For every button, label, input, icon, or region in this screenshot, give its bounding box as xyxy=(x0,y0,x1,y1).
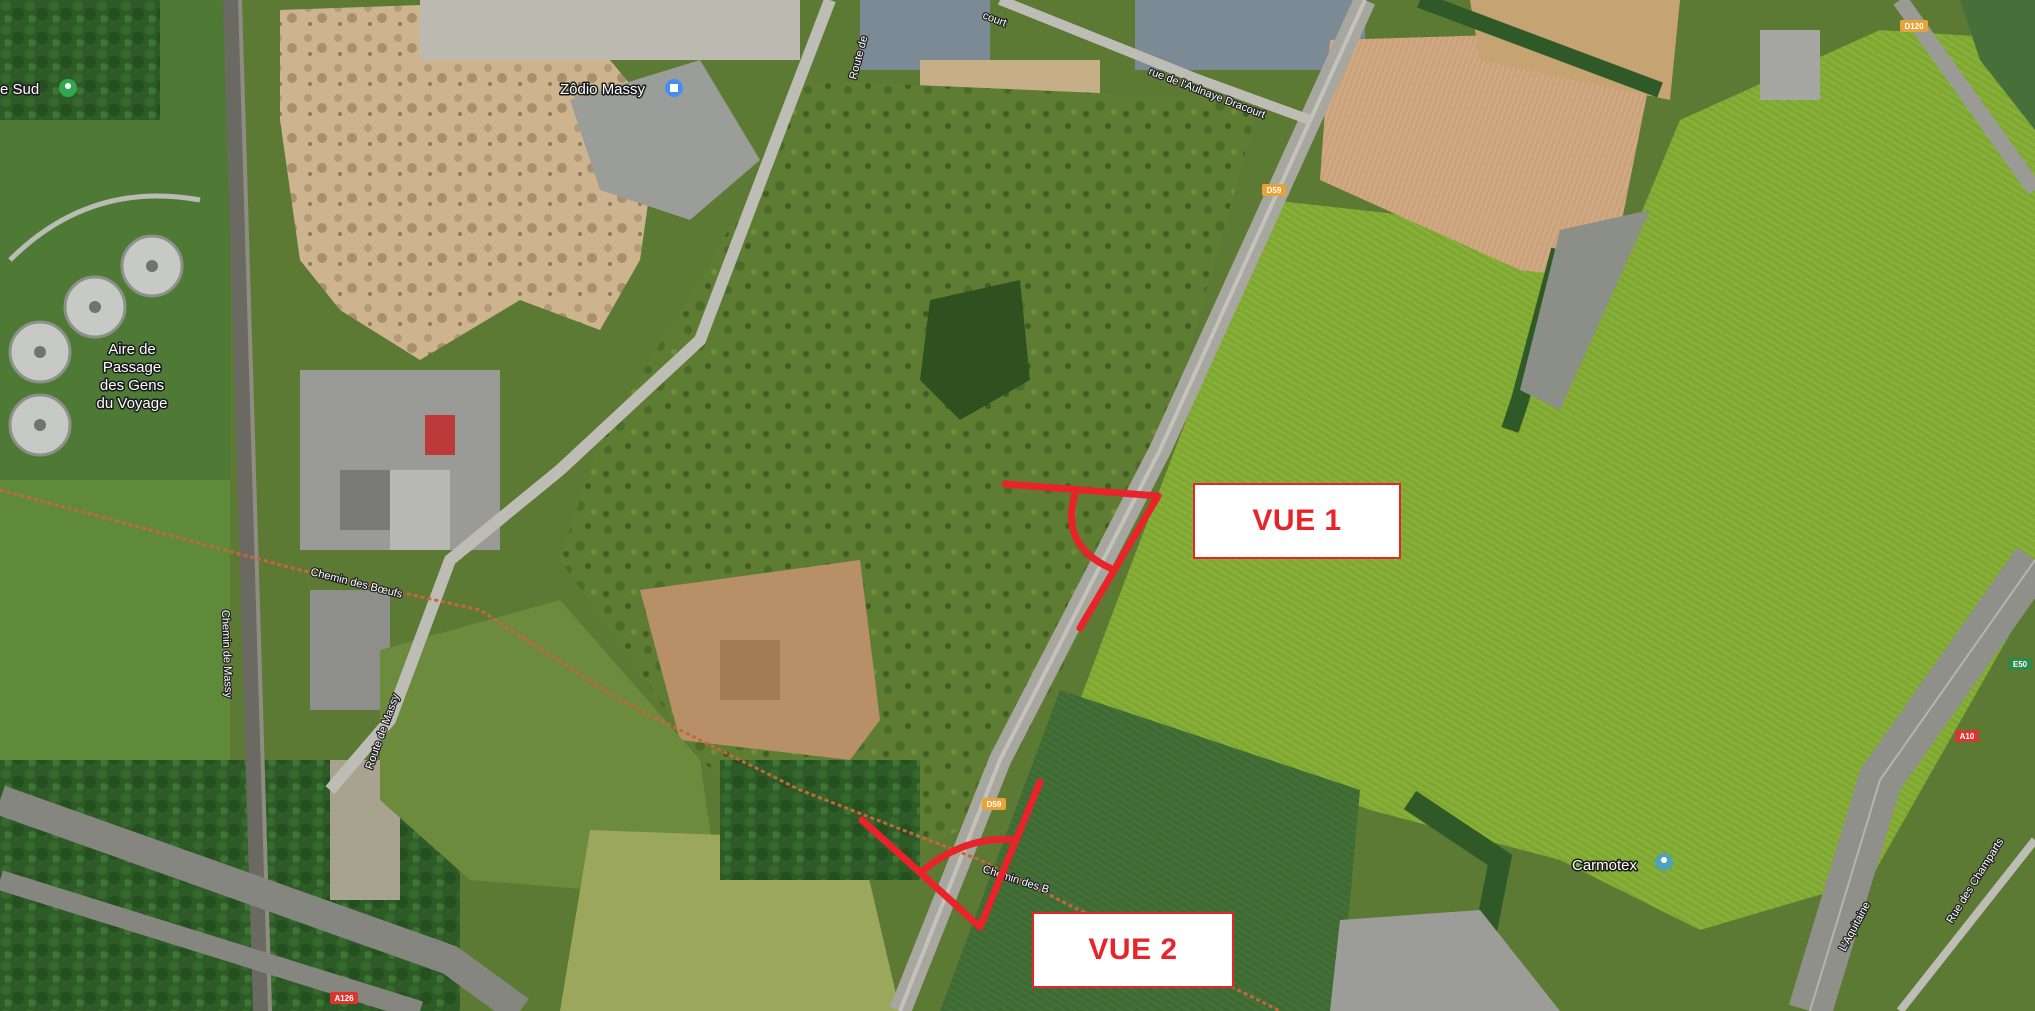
zodio-building xyxy=(570,60,760,220)
svg-text:E50: E50 xyxy=(2013,660,2028,669)
view-marker-2 xyxy=(858,778,1044,931)
road-chemin-boeufs xyxy=(0,488,1281,1011)
tree-cluster xyxy=(920,280,1030,420)
vue-1-text: VUE 1 xyxy=(1252,504,1342,537)
tree-row-top xyxy=(1417,0,1663,98)
highway-a126 xyxy=(0,785,529,1011)
shield-d120: D120 xyxy=(1900,20,1928,32)
shopping-marker-icon[interactable] xyxy=(665,79,683,97)
road-d59-line xyxy=(898,0,1367,1011)
carmotex-marker-icon[interactable] xyxy=(1655,853,1673,871)
top-building xyxy=(860,0,990,70)
svg-text:A126: A126 xyxy=(334,994,354,1003)
quarry xyxy=(280,0,660,360)
top-right-field xyxy=(1960,0,2035,130)
shield-d59-bottom: D59 xyxy=(982,798,1006,810)
svg-text:D120: D120 xyxy=(1904,22,1924,31)
buildings-bottom xyxy=(1330,910,1560,1011)
highway-a10-line xyxy=(1809,559,2035,1011)
parking-right xyxy=(1520,210,1650,410)
vue-1-label: VUE 1 xyxy=(1193,483,1401,559)
road-aulnaye xyxy=(998,0,1312,125)
shield-a10: A10 xyxy=(1955,730,1979,742)
left-top-forest xyxy=(0,0,160,120)
shield-a126: A126 xyxy=(330,992,358,1004)
industrial-buildings xyxy=(300,370,635,900)
label-sud: e Sud xyxy=(0,81,39,98)
label-aire-2: Passage xyxy=(103,359,161,376)
parking-top xyxy=(420,0,800,60)
road-route-massy xyxy=(325,0,836,794)
large-wheat-field xyxy=(1080,30,2035,930)
treatment-basins xyxy=(8,193,201,457)
plowed-field xyxy=(1320,30,1660,280)
lower-meadow xyxy=(380,600,720,900)
road-champarts xyxy=(1896,837,2035,1011)
label-chemin-massy: Chemin de Massy xyxy=(219,610,234,699)
left-meadow xyxy=(0,480,230,780)
building-top-right xyxy=(1760,30,1820,100)
label-carmotex: Carmotex xyxy=(1572,857,1638,874)
shield-e50: E50 xyxy=(2008,658,2032,670)
svg-text:D59: D59 xyxy=(1267,186,1282,195)
label-zodio: Zôdio Massy xyxy=(560,81,646,98)
view-marker-1 xyxy=(1001,480,1162,632)
label-aire-1: Aire de xyxy=(108,341,156,358)
label-aire-3: des Gens xyxy=(100,377,164,394)
plot-foundation xyxy=(720,640,780,700)
highway-a126-lower xyxy=(0,870,423,1011)
svg-text:D59: D59 xyxy=(987,800,1002,809)
vue-2-label: VUE 2 xyxy=(1032,912,1234,988)
vue-2-text: VUE 2 xyxy=(1088,933,1178,966)
shield-d59-top: D59 xyxy=(1262,184,1286,196)
sud-marker-icon[interactable] xyxy=(59,79,77,97)
label-aire-4: du Voyage xyxy=(97,395,168,412)
middle-tree-strip xyxy=(720,760,920,880)
svg-text:A10: A10 xyxy=(1960,732,1975,741)
